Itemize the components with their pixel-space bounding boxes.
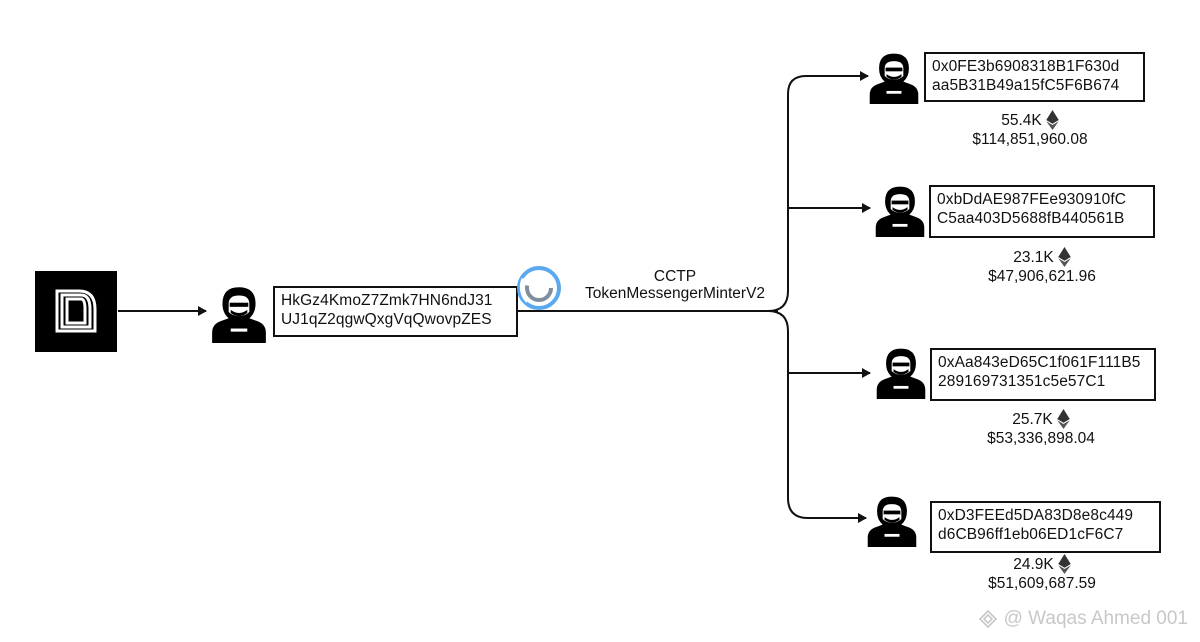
hacker-icon — [872, 178, 928, 240]
recipient-4-amount: 24.9K $51,609,687.59 — [952, 554, 1132, 593]
recipient-4-address-line2: d6CB96ff1eb06ED1cF6C7 — [938, 526, 1124, 543]
bridge-label: CCTP TokenMessengerMinterV2 — [560, 268, 790, 302]
layered-d-logo-icon — [55, 289, 97, 333]
ethereum-icon — [1057, 409, 1070, 429]
recipient-1-eth: 55.4K — [1001, 111, 1042, 129]
recipient-2-address-box: 0xbDdAE987FEe930910fC C5aa403D5688fB4405… — [929, 185, 1155, 238]
recipient-2-usd: $47,906,621.96 — [988, 268, 1096, 285]
hacker-icon — [866, 45, 922, 107]
recipient-2-eth: 23.1K — [1013, 248, 1054, 266]
recipient-3-usd: $53,336,898.04 — [987, 430, 1095, 447]
recipient-4-usd: $51,609,687.59 — [988, 575, 1096, 592]
split-trunk-down — [767, 310, 867, 523]
recipient-2-address-line2: C5aa403D5688fB440561B — [937, 210, 1125, 227]
sender-address-line2: UJ1qZ2qgwQxgVqQwovpZES — [281, 311, 492, 328]
recipient-3-address-line2: 289169731351c5e57C1 — [938, 373, 1106, 390]
recipient-2-amount: 23.1K $47,906,621.96 — [952, 247, 1132, 286]
recipient-4-eth: 24.9K — [1013, 555, 1054, 573]
diamond-logo-icon — [978, 609, 997, 629]
hacker-icon — [208, 281, 270, 343]
bridge-label-line2: TokenMessengerMinterV2 — [584, 285, 766, 302]
recipient-1-amount: 55.4K $114,851,960.08 — [940, 110, 1120, 149]
split-trunk-up — [767, 71, 869, 312]
recipient-3-address-line1: 0xAa843eD65C1f061F111B5 — [938, 354, 1141, 371]
recipient-1-address-line2: aa5B31B49a15fC5F6B674 — [932, 77, 1120, 94]
watermark: @ Waqas Ahmed 001 — [978, 608, 1188, 630]
hacker-icon — [873, 340, 929, 402]
circle-cctp-logo-icon — [517, 266, 561, 310]
ethereum-icon — [1058, 247, 1071, 267]
ethereum-icon — [1046, 110, 1059, 130]
hacker-icon — [864, 488, 920, 550]
recipient-3-address-box: 0xAa843eD65C1f061F111B5 289169731351c5e5… — [930, 348, 1156, 401]
sender-address-box: HkGz4KmoZ7Zmk7HN6ndJ31 UJ1qZ2qgwQxgVqQwo… — [273, 286, 518, 337]
recipient-3-amount: 25.7K $53,336,898.04 — [951, 409, 1131, 448]
source-logo — [35, 271, 117, 352]
bridge-label-line1: CCTP — [653, 268, 697, 285]
recipient-1-usd: $114,851,960.08 — [972, 131, 1088, 148]
sender-address-line1: HkGz4KmoZ7Zmk7HN6ndJ31 — [281, 292, 493, 309]
recipient-1-address-box: 0x0FE3b6908318B1F630d aa5B31B49a15fC5F6B… — [924, 52, 1145, 102]
recipient-2-address-line1: 0xbDdAE987FEe930910fC — [937, 191, 1127, 208]
watermark-text: @ Waqas Ahmed 001 — [1003, 608, 1188, 629]
ethereum-icon — [1058, 554, 1071, 574]
recipient-4-address-line1: 0xD3FEEd5DA83D8e8c449 — [938, 507, 1134, 524]
recipient-3-eth: 25.7K — [1012, 410, 1053, 428]
recipient-1-address-line1: 0x0FE3b6908318B1F630d — [932, 58, 1120, 75]
recipient-4-address-box: 0xD3FEEd5DA83D8e8c449 d6CB96ff1eb06ED1cF… — [930, 501, 1161, 553]
